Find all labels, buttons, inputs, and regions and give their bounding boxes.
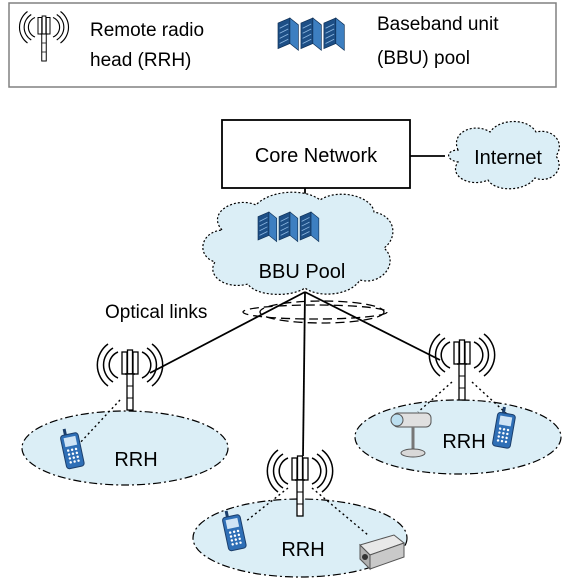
bbu-pool-label: BBU Pool <box>259 261 346 283</box>
legend-bbu-label-1: Baseband unit <box>377 14 499 35</box>
legend: Remote radio head (RRH) Baseband unit (B… <box>8 2 557 88</box>
legend-rrh-label-1: Remote radio <box>90 20 204 41</box>
rrh-center-label: RRH <box>281 539 324 561</box>
security-camera-icon <box>359 534 406 571</box>
internet-cloud: Internet <box>448 120 560 190</box>
core-network-label: Core Network <box>255 145 378 167</box>
optical-links-marker <box>242 300 388 324</box>
legend-bbu-label-2: (BBU) pool <box>377 48 470 69</box>
cell-center <box>192 498 408 578</box>
wireless-links <box>77 381 509 536</box>
antenna-tower-icon <box>428 333 496 401</box>
bbu-pool-cloud: BBU Pool <box>202 191 394 295</box>
core-network-box <box>221 119 411 189</box>
rrh-left-label: RRH <box>114 449 157 471</box>
camera-device-icon <box>390 412 432 458</box>
internet-label: Internet <box>474 147 542 169</box>
optical-links-label: Optical links <box>105 302 207 323</box>
antenna-tower-icon <box>96 343 164 411</box>
cell-left <box>21 410 229 486</box>
rrh-right-label: RRH <box>442 431 485 453</box>
legend-rrh-label-2: head (RRH) <box>90 50 191 71</box>
